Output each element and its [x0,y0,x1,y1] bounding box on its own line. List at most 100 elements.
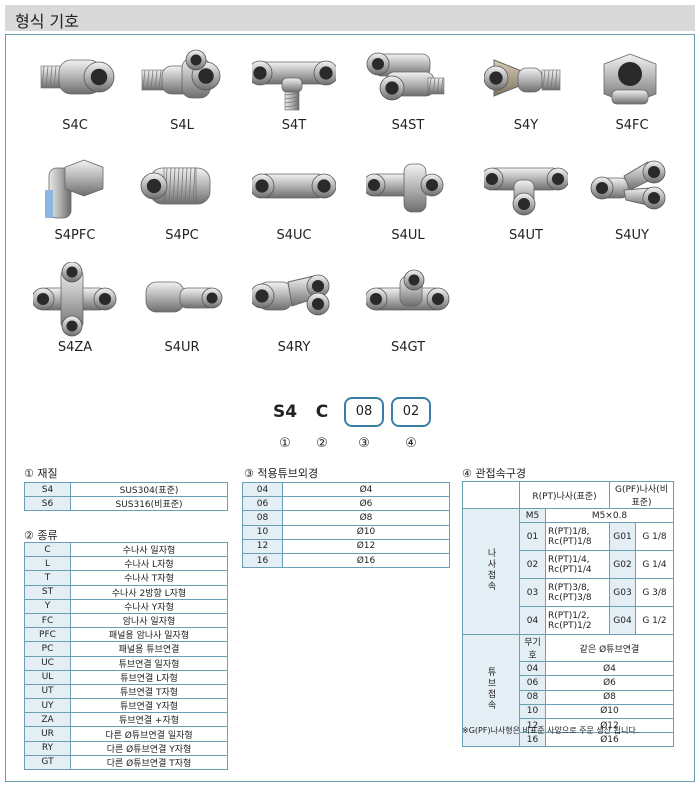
table-cell: UT [24,683,71,700]
table-cell: 수나사 일자형 [70,541,228,558]
table-row: R(PT)나사(표준)G(PF)나사(비표준) [462,481,674,509]
fitting-image [252,173,336,199]
fitting-image [484,167,568,216]
table-cell: 같은 Ø튜브연결 [545,634,674,663]
fitting-image [366,163,444,213]
table-cell: Y [24,598,71,614]
table-cell: Ø6 [545,675,674,691]
fitting-item: S4Y [481,40,571,133]
fitting-item: S4T [249,40,339,133]
table-cell: RY [24,740,71,756]
table-cell: 03 [519,578,546,608]
table-cell: G 3/8 [635,578,674,608]
fitting-label: S4UL [391,228,425,243]
fitting-item: S4PFC [30,150,120,243]
connection-title: ④ 관접속구경 [462,467,526,480]
table-cell: SUS316(비표준) [70,496,228,512]
code-part-type: C [315,402,329,422]
fitting-item: S4UT [481,150,571,243]
code-part-tube: 08 [344,397,384,427]
table-cell: 무기호 [519,634,546,663]
table-cell: 패널용 튜브연결 [70,641,228,657]
table-cell: T [24,570,71,586]
fitting-label: S4PFC [54,228,96,243]
fitting-label: S4FC [615,118,649,133]
section-title-bar: 형식 기호 [5,5,695,31]
table-cell: 튜브연결 T자형 [70,683,228,700]
table-cell: 08 [242,510,283,526]
fitting-image [484,59,561,97]
table-cell: UL [24,669,71,685]
table-cell: PC [24,641,71,657]
table-cell: 01 [519,522,546,552]
fitting-image [366,269,450,311]
table-cell: 튜브연결 Y자형 [70,698,228,714]
fitting-item: S4PC [137,150,227,243]
table-cell: 수나사 Y자형 [70,598,228,614]
table-cell: 패널용 암나사 일자형 [70,627,228,643]
fitting-label: S4T [281,118,307,133]
fitting-label: S4ZA [57,340,93,355]
fitting-image [252,274,330,316]
fitting-item: S4FC [587,40,677,133]
table-cell: 튜브연결 +자형 [70,712,228,728]
table-cell: FC [24,612,71,629]
fitting-item: S4ST [363,40,453,133]
section-title: 형식 기호 [15,12,79,31]
table-cell: SUS304(표준) [70,481,228,498]
fitting-label: S4UC [276,228,312,243]
table-cell: 04 [242,481,283,498]
table-cell: S4 [24,481,71,498]
fitting-image [145,281,223,313]
table-cell: UC [24,655,71,671]
content-frame [5,34,695,782]
table-cell: 다른 Ø튜브연결 T자형 [70,754,228,771]
fitting-image [40,59,115,95]
table-cell: R(PT)1/8, Rc(PT)1/8 [545,522,610,552]
fitting-label: S4ST [391,118,425,133]
marker-1: ① [279,436,291,451]
table-cell: 수나사 2방향 L자형 [70,584,228,600]
table-cell: 08 [519,689,546,705]
fitting-item: S4UL [363,150,453,243]
fitting-label: S4RY [277,340,311,355]
table-cell: C [24,541,71,558]
fitting-image [366,52,445,101]
table-cell: 12 [519,717,546,734]
table-cell: G(PF)나사(비표준) [609,481,674,509]
table-cell: 10 [242,524,283,540]
fitting-image [590,160,666,210]
fitting-label: S4UT [509,228,543,243]
fitting-label: S4Y [513,118,539,133]
table-cell: ST [24,584,71,600]
table-cell: Ø10 [282,524,450,540]
fitting-item: S4UC [249,150,339,243]
fitting-image [252,60,336,111]
code-part-series: S4 [272,402,298,422]
table-cell: 16 [242,552,283,569]
table-cell: R(PT)나사(표준) [519,481,610,509]
table-cell: ZA [24,712,71,728]
table-cell: G03 [609,578,636,608]
fitting-image [140,167,211,205]
fitting-label: S4L [170,118,194,133]
table-cell: M5 [519,507,546,524]
